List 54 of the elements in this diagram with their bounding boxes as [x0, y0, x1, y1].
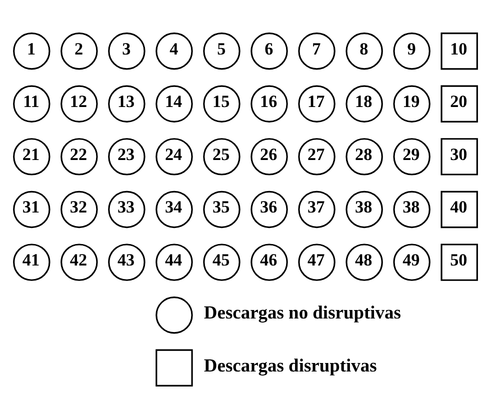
- node-circle: 14: [156, 84, 193, 122]
- node-circle: 17: [298, 84, 336, 122]
- node-circle: 22: [60, 138, 98, 175]
- node-circle: [156, 296, 193, 334]
- node-circle: 9: [393, 32, 430, 70]
- node-box: 50: [440, 243, 478, 280]
- node-circle: 42: [60, 243, 98, 280]
- node-box: 20: [440, 84, 478, 122]
- node-circle: 38: [393, 190, 430, 228]
- node-circle: 18: [346, 84, 383, 122]
- node-circle: 15: [203, 84, 240, 122]
- node-circle: 4: [156, 32, 193, 70]
- node-circle: 19: [393, 84, 430, 122]
- node-circle: 11: [13, 84, 50, 122]
- node-circle: 23: [108, 138, 146, 175]
- node-circle: 44: [156, 243, 193, 280]
- node-circle: 27: [298, 138, 336, 175]
- node-circle: 31: [13, 190, 50, 228]
- node-circle: 36: [250, 190, 288, 228]
- node-circle: 21: [13, 138, 50, 175]
- node-circle: 47: [298, 243, 336, 280]
- node-circle: 24: [156, 138, 193, 175]
- node-circle: 48: [346, 243, 383, 280]
- node-circle: 41: [13, 243, 50, 280]
- node-circle: 32: [60, 190, 98, 228]
- node-circle: 49: [393, 243, 430, 280]
- node-circle: 5: [203, 32, 240, 70]
- node-box: [156, 348, 193, 386]
- node-box: 30: [440, 138, 478, 175]
- node-circle: 26: [250, 138, 288, 175]
- node-circle: 7: [298, 32, 336, 70]
- node-box: 10: [440, 32, 478, 70]
- node-circle: 37: [298, 190, 336, 228]
- node-circle: 1: [13, 32, 50, 70]
- node-circle: 28: [346, 138, 383, 175]
- node-circle: 34: [156, 190, 193, 228]
- legend-label: Descargas disruptivas: [204, 354, 377, 375]
- node-circle: 6: [250, 32, 288, 70]
- node-circle: 38: [346, 190, 383, 228]
- node-circle: 25: [203, 138, 240, 175]
- legend-label: Descargas no disruptivas: [204, 302, 401, 322]
- node-circle: 35: [203, 190, 240, 228]
- node-circle: 8: [346, 32, 383, 70]
- node-circle: 2: [60, 32, 98, 70]
- node-circle: 46: [250, 243, 288, 280]
- node-circle: 33: [108, 190, 146, 228]
- node-circle: 29: [393, 138, 430, 175]
- node-box: 40: [440, 190, 478, 228]
- node-circle: 16: [250, 84, 288, 122]
- node-circle: 3: [108, 32, 146, 70]
- node-circle: 43: [108, 243, 146, 280]
- node-circle: 12: [60, 84, 98, 122]
- node-circle: 45: [203, 243, 240, 280]
- node-circle: 13: [108, 84, 146, 122]
